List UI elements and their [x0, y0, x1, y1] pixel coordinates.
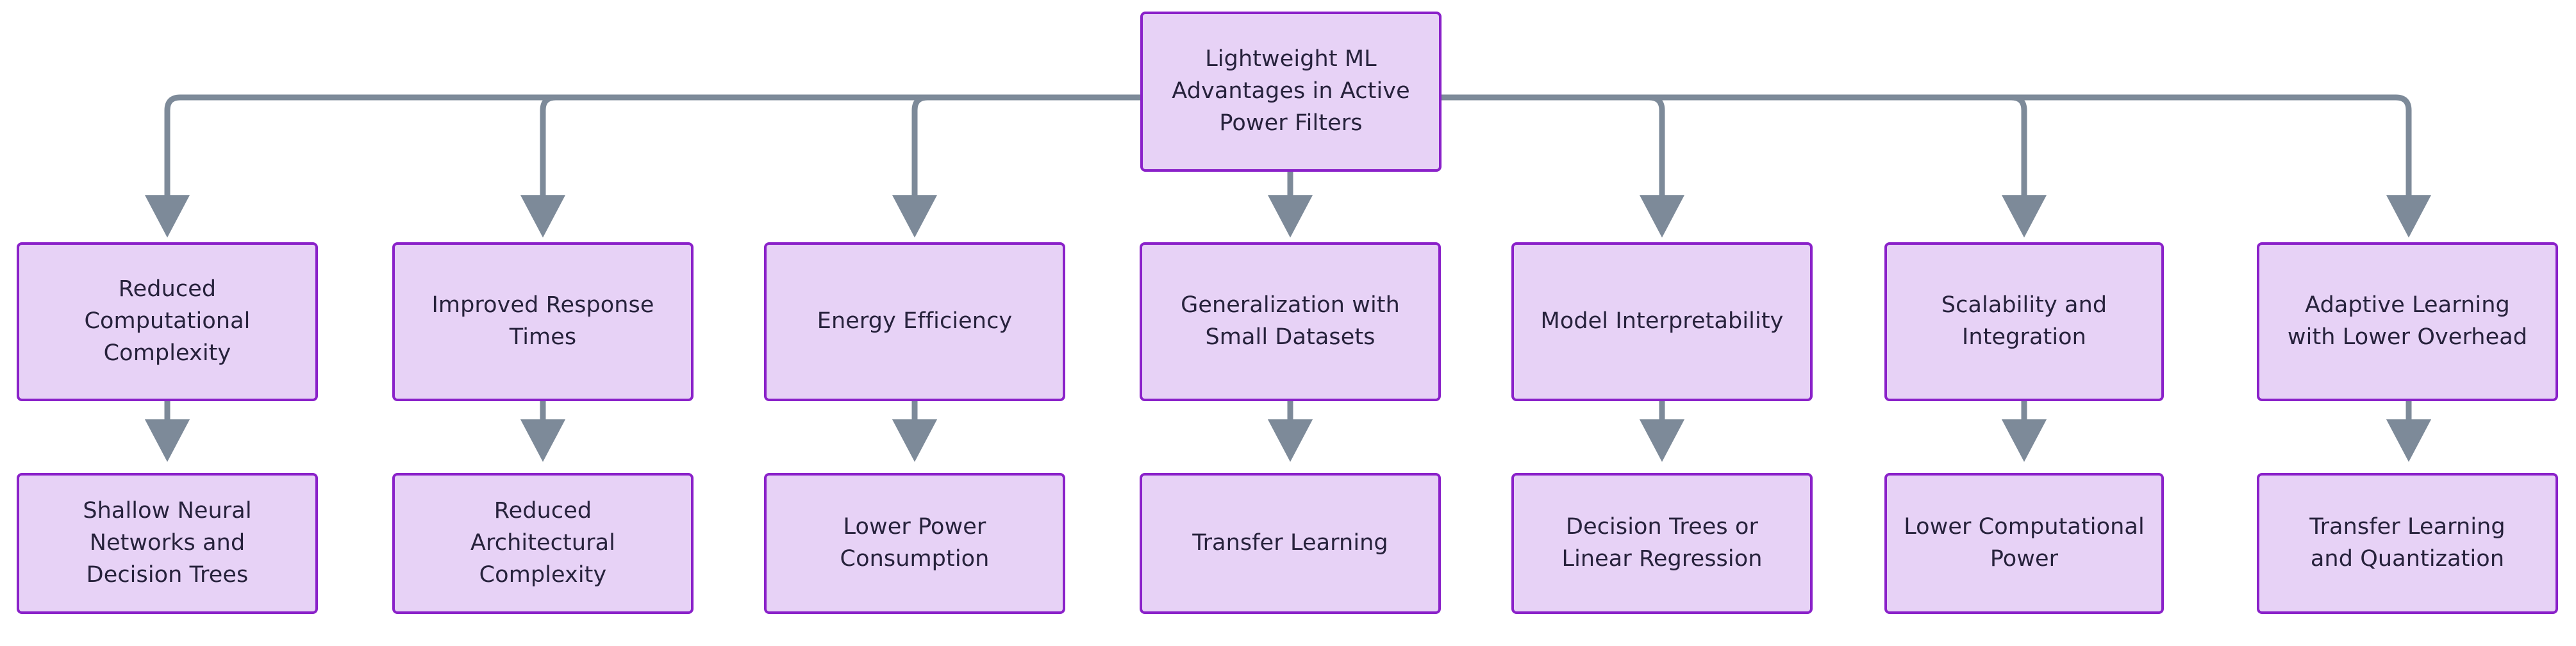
node-leaf-3-label: Lower Power Consumption	[840, 514, 990, 572]
node-leaf-6-label: Lower Computational Power	[1904, 514, 2145, 572]
edge-root-to-branch-7	[1438, 94, 2432, 238]
edge-root-to-branch-2	[520, 94, 1143, 238]
node-leaf-2-label: Reduced Architectural Complexity	[470, 498, 615, 588]
node-leaf-3[interactable]: Lower Power Consumption	[764, 473, 1065, 614]
node-leaf-6[interactable]: Lower Computational Power	[1884, 473, 2164, 614]
node-branch-7-label: Adaptive Learning with Lower Overhead	[2287, 292, 2528, 350]
node-leaf-4[interactable]: Transfer Learning	[1140, 473, 1441, 614]
node-branch-1[interactable]: Reduced Computational Complexity	[17, 242, 318, 401]
node-leaf-5[interactable]: Decision Trees or Linear Regression	[1511, 473, 1813, 614]
node-branch-3-label: Energy Efficiency	[817, 308, 1013, 335]
node-branch-5[interactable]: Model Interpretability	[1511, 242, 1813, 401]
node-branch-4-label: Generalization with Small Datasets	[1181, 292, 1400, 350]
node-branch-4[interactable]: Generalization with Small Datasets	[1140, 242, 1441, 401]
node-branch-2-label: Improved Response Times	[431, 292, 654, 350]
node-leaf-7-label: Transfer Learning and Quantization	[2309, 514, 2505, 572]
node-branch-6[interactable]: Scalability and Integration	[1884, 242, 2164, 401]
edge-root-to-branch-6	[1438, 94, 2047, 238]
node-leaf-2[interactable]: Reduced Architectural Complexity	[392, 473, 694, 614]
node-leaf-5-label: Decision Trees or Linear Regression	[1561, 514, 1763, 572]
edge-root-to-branch-1	[144, 94, 1143, 238]
node-root-label: Lightweight ML Advantages in Active Powe…	[1172, 46, 1410, 136]
node-branch-5-label: Model Interpretability	[1540, 308, 1784, 335]
node-branch-7[interactable]: Adaptive Learning with Lower Overhead	[2257, 242, 2558, 401]
node-leaf-7[interactable]: Transfer Learning and Quantization	[2257, 473, 2558, 614]
node-leaf-1[interactable]: Shallow Neural Networks and Decision Tre…	[17, 473, 318, 614]
edge-root-to-branch-5	[1438, 94, 1685, 238]
node-branch-6-label: Scalability and Integration	[1941, 292, 2107, 350]
node-leaf-4-label: Transfer Learning	[1192, 530, 1388, 556]
node-branch-1-label: Reduced Computational Complexity	[84, 276, 251, 366]
node-branch-3[interactable]: Energy Efficiency	[764, 242, 1065, 401]
node-root[interactable]: Lightweight ML Advantages in Active Powe…	[1140, 12, 1442, 172]
edge-root-to-branch-3	[892, 94, 1143, 238]
node-branch-2[interactable]: Improved Response Times	[392, 242, 694, 401]
node-leaf-1-label: Shallow Neural Networks and Decision Tre…	[83, 498, 252, 588]
